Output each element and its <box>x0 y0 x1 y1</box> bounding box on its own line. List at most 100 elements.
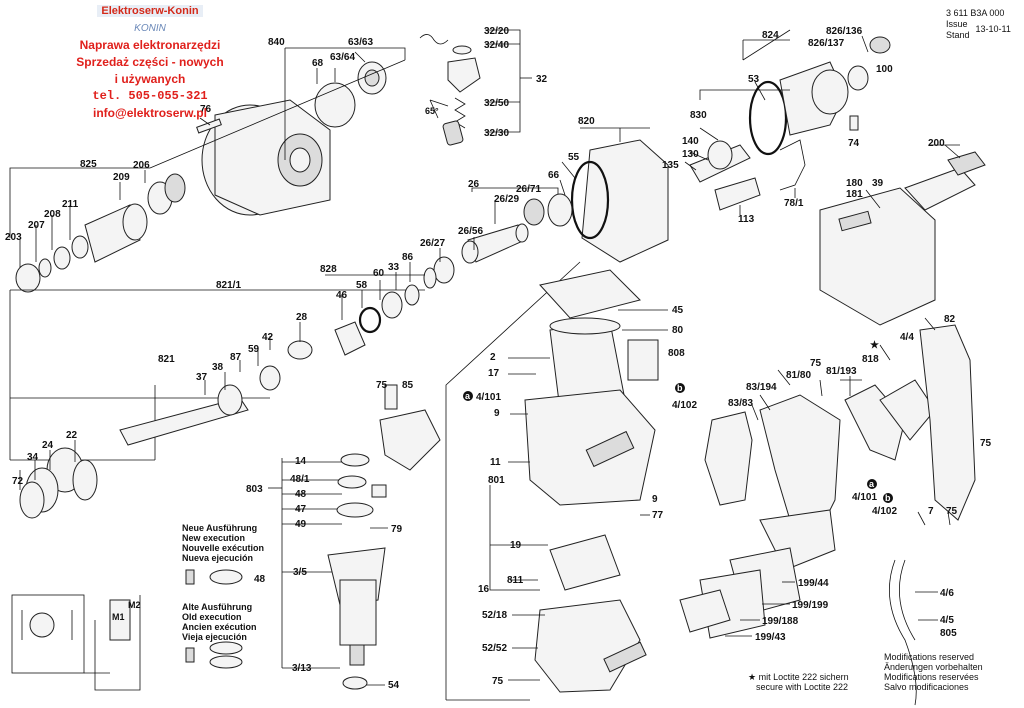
label-82: 82 <box>944 314 956 325</box>
old-version-legend: Alte Ausführung Old execution Ancien exé… <box>182 602 257 642</box>
label-17: 17 <box>488 368 500 379</box>
label-59: 59 <box>248 344 260 355</box>
piston-group <box>423 187 559 289</box>
loctite-en: secure with Loctite 222 <box>756 682 849 692</box>
label-32-50: 32/50 <box>484 98 509 109</box>
new-version-es: Nueva ejecución <box>182 553 254 563</box>
label-34: 34 <box>27 452 39 463</box>
spindle-group <box>9 262 425 519</box>
marker-a2: a <box>869 479 875 489</box>
crank-gear-group <box>684 29 891 215</box>
label-826-137: 826/137 <box>808 38 845 49</box>
label-811: 811 <box>507 575 524 586</box>
gear-housing-group <box>196 61 387 216</box>
label-55: 55 <box>568 152 580 163</box>
label-16: 16 <box>478 584 490 595</box>
header-info: 3 611 B3A 000 Issue Stand 13-10-11 <box>946 8 1011 41</box>
label-209: 209 <box>113 172 130 183</box>
label-4-101: 4/101 <box>476 392 501 403</box>
old-version-de: Alte Ausführung <box>182 602 253 612</box>
label-4-6: 4/6 <box>940 588 954 599</box>
new-version-en: New execution <box>182 533 246 543</box>
label-83-194: 83/194 <box>746 382 777 393</box>
label-830: 830 <box>690 110 707 121</box>
label-803: 803 <box>246 484 263 495</box>
old-version-en: Old execution <box>182 612 242 622</box>
label-m1: M1 <box>112 612 125 622</box>
label-818: 818 <box>862 354 879 365</box>
label-135: 135 <box>662 160 679 171</box>
label-52-52: 52/52 <box>482 643 507 654</box>
label-24: 24 <box>42 440 54 451</box>
modifications-fr: Modifications reservées <box>884 672 979 682</box>
label-81-80: 81/80 <box>786 370 811 381</box>
label-826-136: 826/136 <box>826 26 863 37</box>
chuck-parts <box>15 173 186 293</box>
label-207: 207 <box>28 220 45 231</box>
marker-a-circle <box>463 391 473 401</box>
label-26-29: 26/29 <box>494 194 519 205</box>
label-9b: 9 <box>652 494 658 505</box>
modifications-en: Modifications reserved <box>884 652 975 662</box>
label-85: 85 <box>402 380 414 391</box>
gear-box-group <box>547 127 669 263</box>
label-32-40: 32/40 <box>484 40 509 51</box>
modifications-note: Modifications reserved Änderungen vorbeh… <box>884 652 983 692</box>
label-7: 7 <box>928 506 934 517</box>
label-11: 11 <box>490 457 501 468</box>
label-199-44: 199/44 <box>798 578 829 589</box>
label-60: 60 <box>373 268 385 279</box>
label-206: 206 <box>133 160 150 171</box>
issue-date: 13-10-11 <box>975 24 1011 34</box>
label-72: 72 <box>12 476 24 487</box>
modifications-es: Salvo modificaciones <box>884 682 969 692</box>
label-77: 77 <box>652 510 664 521</box>
new-version-de: Neue Ausführung <box>182 523 258 533</box>
angle-label: 65° <box>425 106 439 116</box>
label-140: 140 <box>682 136 699 147</box>
label-203: 203 <box>5 232 22 243</box>
label-19: 19 <box>510 540 522 551</box>
label-33: 33 <box>388 262 400 273</box>
label-180: 180 <box>846 178 863 189</box>
label-840: 840 <box>268 37 285 48</box>
label-58: 58 <box>356 280 368 291</box>
label-83-83: 83/83 <box>728 398 753 409</box>
marker-a: a <box>465 391 471 401</box>
label-22: 22 <box>66 430 78 441</box>
marker-b2-circle <box>883 493 893 503</box>
label-808: 808 <box>668 348 685 359</box>
loctite-note: ★ mit Loctite 222 sichern secure with Lo… <box>748 672 849 692</box>
wiring-schematic <box>11 594 141 691</box>
label-63-63: 63/63 <box>348 37 373 48</box>
label-9: 9 <box>494 408 500 419</box>
label-68: 68 <box>312 58 324 69</box>
label-4-102: 4/102 <box>672 400 697 411</box>
label-4-101-b: 4/101 <box>852 492 877 503</box>
label-75-r: 75 <box>980 438 992 449</box>
label-824: 824 <box>762 30 779 41</box>
label-m2: M2 <box>128 600 141 610</box>
label-821: 821 <box>158 354 175 365</box>
armature-group <box>268 384 441 690</box>
label-46: 46 <box>336 290 348 301</box>
label-130: 130 <box>682 149 699 160</box>
loctite-de: ★ mit Loctite 222 sichern <box>748 672 849 682</box>
issue-label: Issue <box>946 19 968 29</box>
star-marker: ★ <box>870 340 879 351</box>
label-820: 820 <box>578 116 595 127</box>
label-86: 86 <box>402 252 414 263</box>
label-32-30: 32/30 <box>484 128 509 139</box>
label-63-64: 63/64 <box>330 52 355 63</box>
new-version-legend: Neue Ausführung New execution Nouvelle e… <box>182 523 264 563</box>
watermark-line3: i używanych <box>114 72 186 86</box>
marker-b-circle <box>675 383 685 393</box>
old-version-fr: Ancien exécution <box>182 622 257 632</box>
label-75-d: 75 <box>946 506 958 517</box>
label-75-c: 75 <box>492 676 504 687</box>
label-80: 80 <box>672 325 684 336</box>
label-4-5: 4/5 <box>940 615 954 626</box>
label-181: 181 <box>846 189 863 200</box>
leader-lines-top-left <box>9 47 406 270</box>
